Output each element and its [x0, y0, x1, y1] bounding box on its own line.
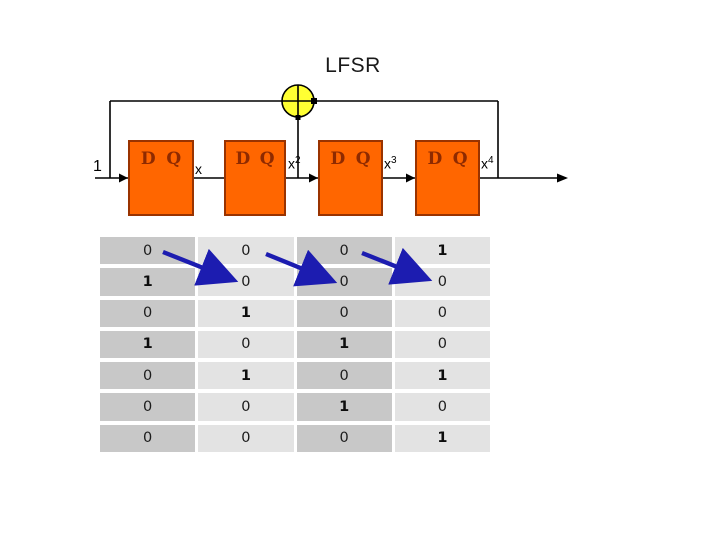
d-input-label: D	[140, 149, 156, 169]
table-cell: 0	[100, 299, 196, 327]
table-cell: 0	[198, 268, 294, 296]
tap-label-4: x4	[481, 155, 494, 172]
d-input-label: D	[330, 149, 346, 169]
table-cell: 0	[100, 393, 196, 421]
table-cell: 0	[100, 362, 196, 390]
table-cell: 0	[296, 237, 392, 265]
table-cell: 0	[394, 268, 490, 296]
output-arrowhead	[557, 173, 568, 183]
table-cell: 1	[198, 299, 294, 327]
table-cell: 0	[296, 362, 392, 390]
table-cell: 0	[198, 424, 294, 452]
tap-label-2: x2	[288, 155, 301, 172]
arrowhead-into-ff4	[406, 173, 415, 183]
table-cell: 1	[394, 424, 490, 452]
table-cell: 1	[394, 362, 490, 390]
table-cell: 0	[198, 330, 294, 359]
table-cell: 1	[296, 330, 392, 359]
input-bit-label: 1	[93, 158, 102, 175]
q-output-label: Q	[166, 149, 182, 169]
q-output-label: Q	[259, 149, 275, 169]
table-cell: 0	[394, 393, 490, 421]
arrowhead-into-ff3	[309, 173, 318, 183]
arrowhead-into-ff1	[119, 173, 128, 183]
q-output-label: Q	[452, 149, 468, 169]
page-title: LFSR	[325, 54, 381, 77]
table-cell: 1	[100, 268, 196, 296]
d-input-label: D	[427, 149, 443, 169]
table-cell: 0	[296, 268, 392, 296]
table-cell: 1	[198, 362, 294, 390]
table-cell: 0	[394, 330, 490, 359]
table-cell: 0	[100, 424, 196, 452]
table-cell: 0	[296, 424, 392, 452]
table-cell: 0	[394, 299, 490, 327]
tap-label-1: x	[195, 161, 202, 177]
table-cell: 0	[100, 237, 196, 265]
table-cell: 1	[394, 237, 490, 265]
junction-dot	[311, 98, 317, 104]
table-cell: 0	[198, 393, 294, 421]
table-cell: 1	[100, 330, 196, 359]
tap-label-3: x3	[384, 155, 397, 172]
table-cell: 0	[296, 299, 392, 327]
table-cell: 1	[296, 393, 392, 421]
d-input-label: D	[235, 149, 251, 169]
table-cell: 0	[198, 237, 294, 265]
q-output-label: Q	[355, 149, 371, 169]
